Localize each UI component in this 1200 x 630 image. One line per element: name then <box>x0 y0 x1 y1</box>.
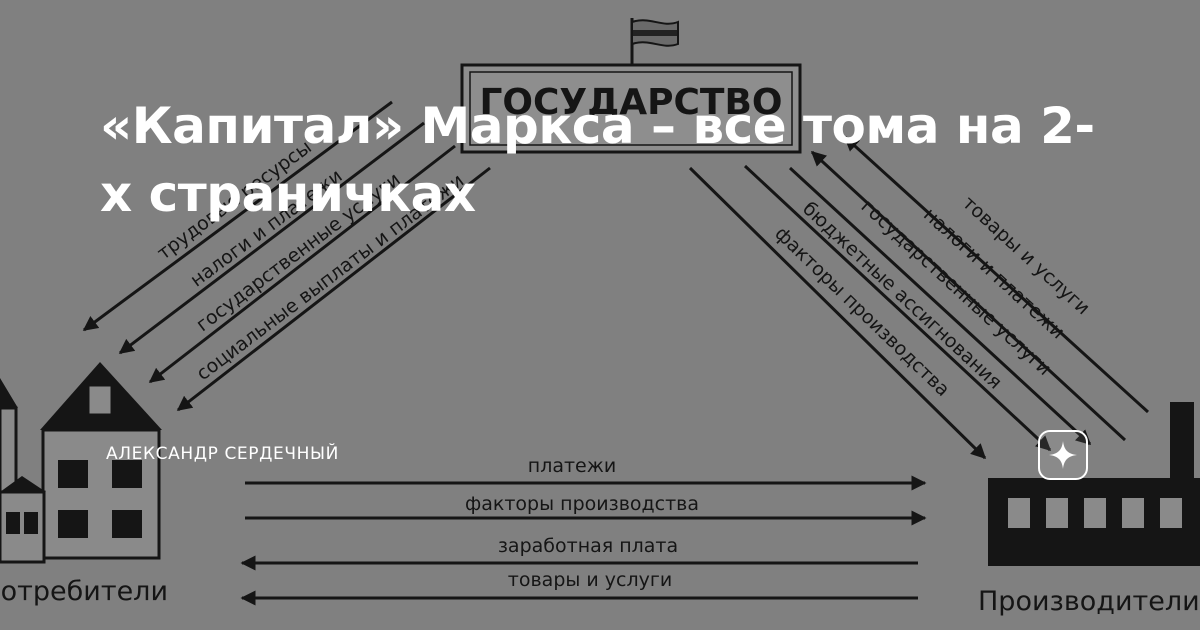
consumers-label: Потребители <box>0 576 168 607</box>
bottom-arrow-4-label: товары и услуги <box>508 569 672 591</box>
state-label: ГОСУДАРСТВО <box>479 82 782 123</box>
bottom-arrow-2: факторы производства <box>245 493 927 526</box>
bottom-arrow-1-label: платежи <box>528 455 616 477</box>
sparkle-star-icon <box>1049 441 1077 469</box>
bottom-arrow-3: заработная плата <box>240 535 918 571</box>
channel-logo-button[interactable] <box>1038 430 1088 480</box>
house-icon <box>0 362 162 564</box>
producers-label: Производители <box>978 586 1200 617</box>
bottom-arrow-3-label: заработная плата <box>498 535 678 557</box>
flag-icon <box>630 18 679 66</box>
state-box: ГОСУДАРСТВО <box>460 63 802 154</box>
author-name[interactable]: АЛЕКСАНДР СЕРДЕЧНЫЙ <box>106 444 339 464</box>
bottom-arrow-2-label: факторы производства <box>465 493 699 515</box>
factory-icon <box>988 402 1200 566</box>
bottom-arrow-4: товары и услуги <box>240 569 918 606</box>
bottom-arrow-1: платежи <box>245 455 927 491</box>
article-title: «Капитал» Маркса – все тома на 2-х стран… <box>100 97 1095 223</box>
